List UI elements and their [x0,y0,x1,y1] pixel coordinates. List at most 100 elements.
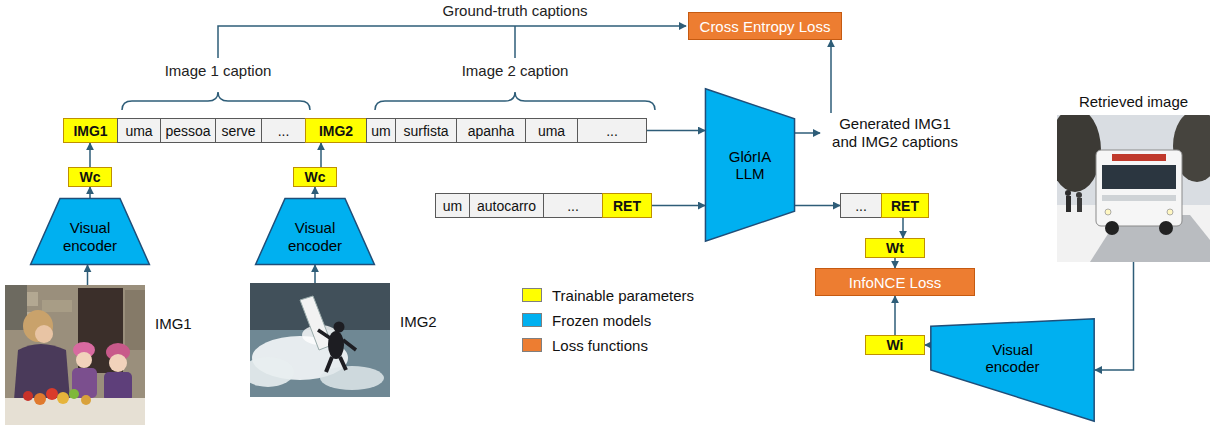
node-text: um [371,123,390,139]
node-text: surfista [403,123,448,139]
node-text: Wt [886,240,904,256]
special-token: IMG1 [63,118,118,143]
trapezoid-shape [931,319,1094,421]
token-box: autocarro [469,193,544,218]
brace [375,92,655,110]
weight-box: Wi [865,335,925,355]
node-text: IMG2 [319,123,353,139]
node-text: pessoa [165,123,210,139]
photo-market [5,285,145,425]
arrow-connector [1095,262,1134,370]
node-text: uma [538,123,565,139]
legend-text: Loss functions [552,337,648,354]
node-text: Visual encoder [978,341,1048,376]
image-label: IMG1 [155,315,192,332]
token-box: surfista [395,118,457,143]
token-box: uma [525,118,578,143]
node-text: autocarro [477,198,536,214]
arrow-connector [314,187,316,198]
node-text: Wc [305,169,326,185]
node-text: Wi [887,337,904,353]
llm-block: GlórIA LLM [705,88,795,242]
arrow-connector [830,40,832,113]
arrow-connector [925,344,930,346]
weight-box: Wc [68,167,112,187]
legend-text: Frozen models [552,312,651,329]
node-text: Generated IMG1 and IMG2 captions [829,115,961,151]
caption-label: Image 1 caption [165,62,272,79]
node-text: ... [567,198,579,214]
special-token: RET [881,193,929,218]
photo-bus [1057,115,1210,262]
arrow-connector [320,143,322,167]
legend-swatch [522,288,542,302]
image-label: IMG2 [400,313,437,330]
node-text: Visual encoder [55,219,125,254]
legend-text: Trainable parameters [552,287,694,304]
encoder-block: Visual encoder [30,198,150,265]
arrow-connector [89,143,91,167]
caption-label: Ground-truth captions [442,2,587,19]
encoder-block: Visual encoder [255,198,375,265]
arrow-connector [652,205,705,207]
special-token: RET [602,193,652,218]
node-text: serve [221,123,255,139]
arrow-connector [894,296,896,335]
token-box: ... [543,193,603,218]
arrow-connector [902,218,904,238]
legend-swatch [522,338,542,352]
arrow-connector [87,265,89,285]
legend-swatch [522,313,542,327]
node-text: InfoNCE Loss [849,274,942,291]
special-token: IMG2 [305,118,367,143]
legend: Trainable parametersFrozen modelsLoss fu… [522,286,694,361]
arrow-connector [89,187,91,198]
node-text: uma [125,123,152,139]
photo-frame: IMG2 [250,283,390,397]
caption-label: Image 2 caption [462,62,569,79]
node-text: RET [613,198,641,214]
node-text: ... [606,123,618,139]
token-box: ... [840,193,882,218]
bracket-line [514,26,516,58]
trapezoid-shape [256,199,375,265]
loss-box: InfoNCE Loss [815,268,975,296]
legend-row: Trainable parameters [522,286,694,304]
image-label: Retrieved image [1057,93,1210,110]
token-box: uma [117,118,161,143]
node-text: RET [891,198,919,214]
token-box: ... [261,118,306,143]
arrow-connector [647,130,705,132]
token-box: ... [577,118,647,143]
node-text: Visual encoder [280,219,350,254]
encoder-block: Visual encoder [930,318,1095,422]
photo-frame: IMG1 [5,285,145,425]
token-box: serve [215,118,262,143]
trapezoid-shape [31,199,150,265]
node-text: ... [855,198,867,214]
brace [122,92,310,110]
node-text: GlórIA LLM [720,148,780,183]
arrow-connector [795,205,840,207]
node-text: IMG1 [73,123,107,139]
arrow-connector [314,265,316,283]
output-text: Generated IMG1 and IMG2 captions [820,113,970,153]
weight-box: Wt [865,238,925,258]
legend-row: Frozen models [522,311,694,329]
node-text: Cross Entropy Loss [700,18,831,35]
caption-brace [122,92,655,110]
token-box: um [366,118,396,143]
trapezoid-shape [705,89,794,241]
token-box: apanha [456,118,526,143]
weight-box: Wc [293,167,337,187]
legend-row: Loss functions [522,336,694,354]
loss-box: Cross Entropy Loss [688,12,842,40]
bracket-line [218,26,686,58]
arrow-connector [795,132,820,134]
node-text: ... [278,123,290,139]
photo-frame: Retrieved image [1057,115,1210,262]
token-box: pessoa [160,118,216,143]
ground-truth-bracket [218,26,686,58]
arrow-connector [894,258,896,268]
